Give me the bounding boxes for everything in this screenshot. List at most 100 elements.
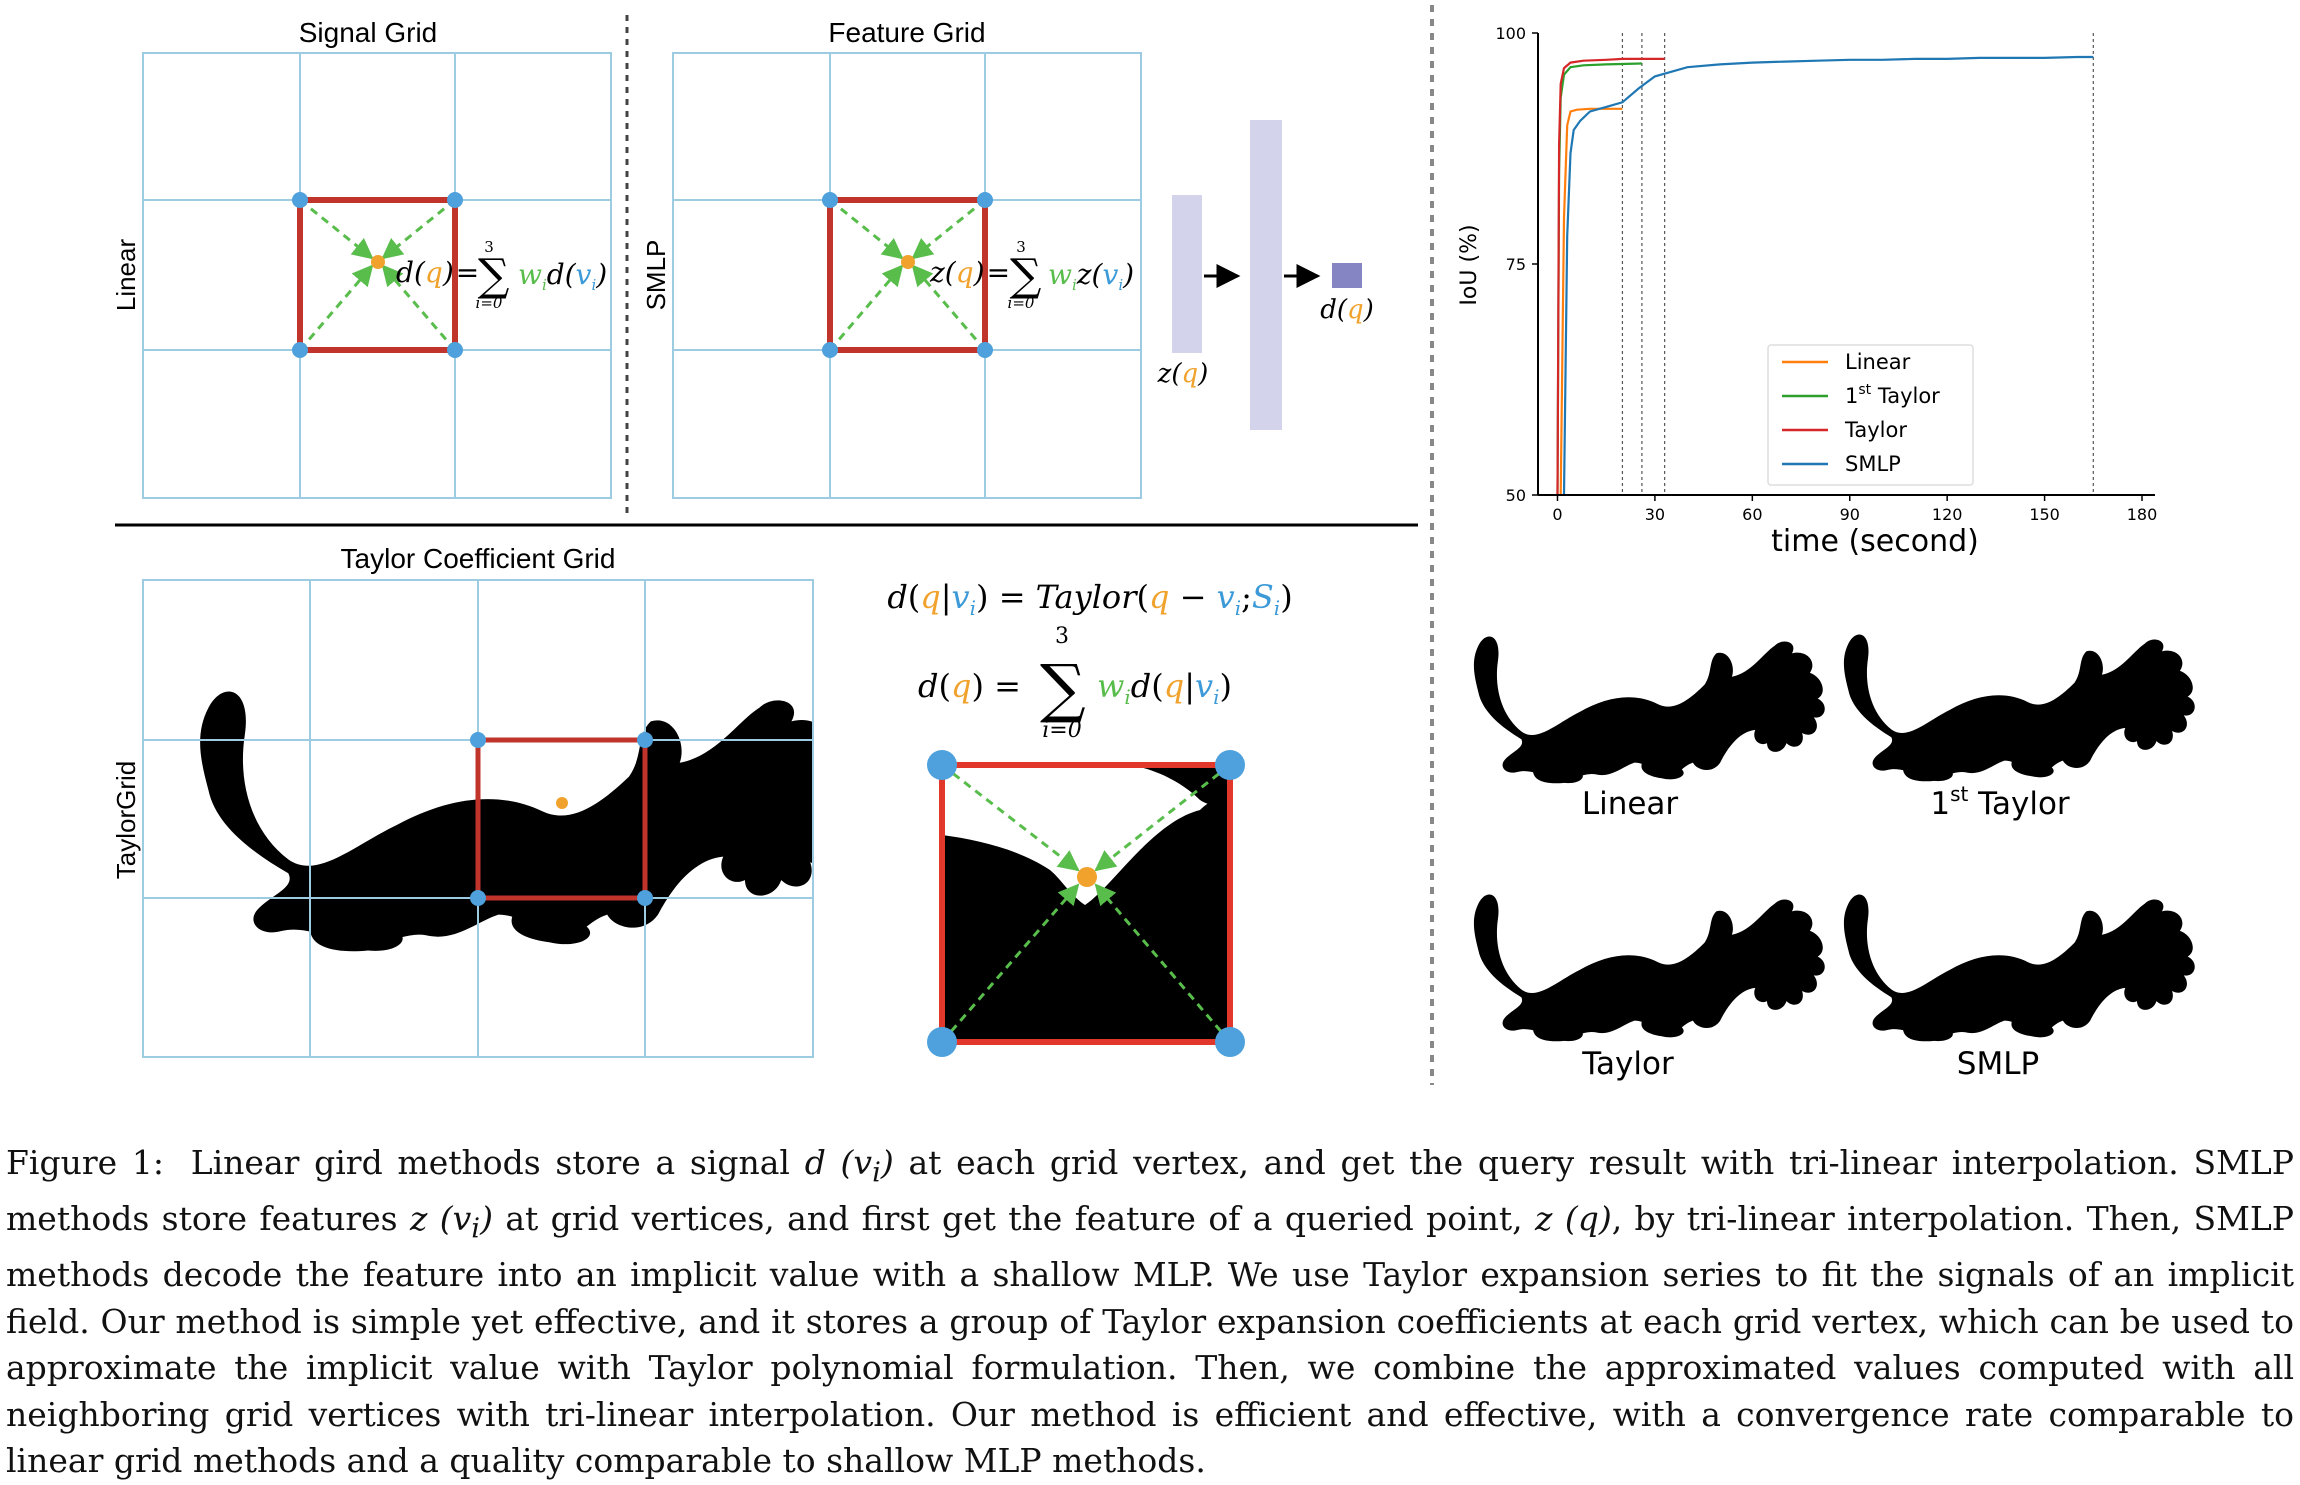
- row-label-smlp: SMLP: [641, 240, 671, 311]
- zoomed-cell: [927, 750, 1245, 1057]
- query-point: [556, 797, 568, 809]
- signal-cell-highlight: [297, 197, 458, 353]
- caption-text: at each grid vertex, and get the query r…: [6, 1143, 2294, 1239]
- mlp-output-cell: [1332, 263, 1362, 288]
- linear-formula: d(q)= ∑ 3 i=0 wid(vi): [396, 238, 607, 312]
- x-tick-label: 90: [1840, 505, 1860, 524]
- zoom-interp-arrows: [940, 763, 1232, 1043]
- feature-interp-arrows: [828, 198, 987, 351]
- query-point: [371, 255, 385, 269]
- mlp-input-label: z(q): [1157, 359, 1209, 389]
- panel-title: Feature Grid: [828, 17, 985, 48]
- x-tick-label: 0: [1552, 505, 1562, 524]
- iou-chart: 0 30 60 90 120 150 180 50 75 100 time (second) I…: [1457, 24, 2157, 559]
- query-point: [901, 255, 915, 269]
- dragon-render-1st-taylor: [1843, 634, 2195, 782]
- signal-grid-panel: Signal Grid Linear d(q)= ∑ 3 i=0 wid(vi): [111, 17, 612, 499]
- mlp-hidden-layer: [1250, 120, 1282, 430]
- x-tick-label: 120: [1932, 505, 1963, 524]
- x-ticks: 0 30 60 90 120 150 180: [1552, 495, 2157, 524]
- x-tick-label: 60: [1742, 505, 1762, 524]
- caption-label: Figure 1:: [6, 1143, 164, 1182]
- caption-math: z (vi): [409, 1199, 493, 1245]
- y-tick-label: 100: [1495, 24, 1526, 43]
- caption-math: d (vi): [804, 1143, 894, 1189]
- svg-text:wiz(vi): wiz(vi): [1048, 258, 1134, 294]
- figure-caption: Figure 1: Linear gird methods store a si…: [6, 1140, 2294, 1485]
- render-label: Linear: [1582, 786, 1679, 822]
- signal-grid-frame: [142, 52, 612, 499]
- caption-math: z (q): [1535, 1199, 1612, 1239]
- taylor-grid-panel: Taylor Coefficient Grid TaylorGrid: [111, 543, 814, 1058]
- grid-vertices: [470, 732, 653, 906]
- zoom-frame: [939, 762, 1233, 1045]
- caption-text: at grid vertices, and first get the feat…: [505, 1199, 1523, 1239]
- y-tick-label: 50: [1506, 486, 1526, 505]
- feature-grid-panel: Feature Grid SMLP z(q)= ∑ 3 i=0 wiz(vi): [641, 17, 1142, 499]
- svg-text:wid(vi): wid(vi): [518, 258, 607, 294]
- x-axis-label: time (second): [1771, 524, 1979, 559]
- caption-text: Linear gird methods store a signal: [190, 1143, 790, 1182]
- grid-vertices: [292, 192, 463, 358]
- legend-label: Taylor: [1844, 418, 1907, 442]
- panel-title: Taylor Coefficient Grid: [341, 543, 616, 574]
- sum-lower: i=0: [1042, 718, 1081, 743]
- feature-cell-highlight: [827, 197, 988, 353]
- signal-interp-arrows: [298, 198, 457, 351]
- x-tick-label: 30: [1645, 505, 1665, 524]
- svg-text:d(q)=: d(q)=: [396, 256, 479, 289]
- x-tick-label: 150: [2029, 505, 2060, 524]
- series-line: [1556, 62, 1642, 496]
- x-tick-label: 180: [2127, 505, 2158, 524]
- render-label: 1st Taylor: [1930, 782, 2070, 822]
- legend-label: SMLP: [1845, 452, 1901, 476]
- sum-symbol: ∑: [1040, 652, 1086, 726]
- sum-upper: 3: [1055, 624, 1069, 649]
- row-label-taylorgrid: TaylorGrid: [111, 761, 141, 879]
- dragon-silhouette: [200, 691, 813, 952]
- legend-label: 1st Taylor: [1845, 382, 1940, 408]
- svg-text:i=0: i=0: [1008, 294, 1035, 312]
- render-label: Taylor: [1581, 1046, 1674, 1082]
- row-label-linear: Linear: [111, 239, 141, 312]
- mlp-diagram: z(q) d(q): [1157, 120, 1374, 430]
- svg-text:∑: ∑: [1010, 250, 1041, 301]
- svg-text:z(q)=: z(q)=: [929, 256, 1010, 289]
- svg-text:∑: ∑: [478, 250, 509, 301]
- taylor-formulas: d(q|vi) = Taylor(q − vi;Si) d(q) = ∑ 3 i…: [887, 578, 1292, 743]
- caption-text: , by tri-linear interpolation. Then, SML…: [6, 1199, 2294, 1481]
- taylor-formula-2-rhs: wid(q|vi): [1097, 667, 1232, 709]
- figure: Signal Grid Linear d(q)= ∑ 3 i=0 wid(vi): [111, 5, 2195, 1085]
- feature-grid-frame: [672, 52, 1142, 499]
- y-tick-label: 75: [1506, 255, 1526, 274]
- taylor-cell-highlight: [475, 737, 648, 901]
- series-line: [1559, 107, 1623, 496]
- svg-text:3: 3: [484, 238, 494, 256]
- series-line: [1556, 57, 1665, 496]
- query-point: [1077, 867, 1097, 887]
- y-ticks: 50 75 100: [1495, 24, 1538, 505]
- grid-vertices: [927, 750, 1245, 1057]
- y-axis-label: IoU (%): [1457, 224, 1482, 305]
- dragon-render-smlp: [1843, 894, 2195, 1042]
- mlp-output-label: d(q): [1320, 295, 1374, 325]
- chart-series: [1556, 55, 2094, 496]
- grid-vertices: [822, 192, 993, 358]
- svg-text:3: 3: [1016, 238, 1026, 256]
- mlp-input-layer: [1172, 195, 1202, 353]
- dragon-render-taylor: [1473, 894, 1825, 1042]
- render-label: SMLP: [1957, 1046, 2039, 1082]
- series-line: [1562, 55, 2094, 496]
- legend-box: [1767, 344, 1974, 486]
- chart-vlines: [1621, 33, 2094, 495]
- legend-label: Linear: [1845, 350, 1911, 374]
- svg-text:i=0: i=0: [476, 294, 503, 312]
- smlp-formula: z(q)= ∑ 3 i=0 wiz(vi): [929, 238, 1134, 312]
- dragon-render-linear: [1473, 636, 1825, 784]
- figure-canvas: Signal Grid Linear d(q)= ∑ 3 i=0 wid(vi): [111, 5, 2195, 1085]
- taylor-formula-1: d(q|vi) = Taylor(q − vi;Si): [887, 578, 1292, 620]
- panel-title: Signal Grid: [299, 17, 438, 48]
- taylor-formula-2-lhs: d(q) =: [918, 667, 1021, 705]
